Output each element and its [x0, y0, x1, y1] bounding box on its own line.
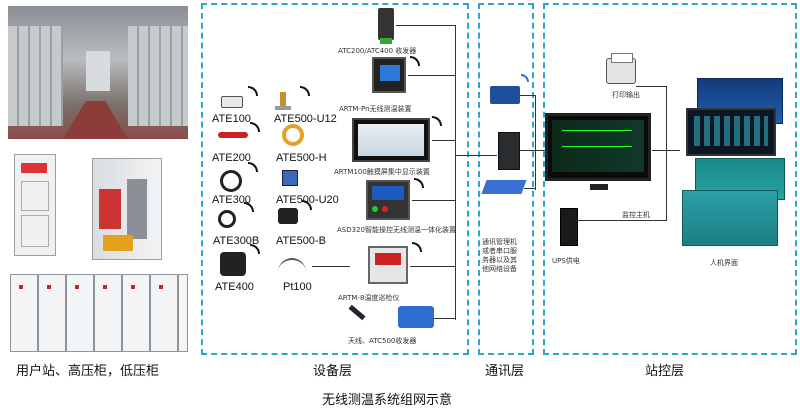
ate100-sensor-image — [221, 96, 243, 108]
transceiver-base — [380, 38, 392, 44]
ate400-sensor-image — [220, 252, 246, 276]
device-bus-vertical — [455, 25, 456, 320]
ups-label: UPS供电 — [552, 257, 580, 265]
wifi-icon — [248, 162, 258, 172]
pt100-sensor-image — [278, 258, 306, 274]
connector-line — [520, 95, 536, 96]
substation-photo — [8, 6, 188, 139]
receiver-label: ASD320智能操控无线测温一体化装置 — [337, 226, 456, 234]
artm100-touchscreen-image — [352, 118, 430, 162]
serial-server-image — [490, 86, 520, 104]
atc500-transceiver-image — [398, 306, 434, 328]
receiver-label: ARTM100触摸屏集中显示装置 — [334, 168, 430, 176]
ups-image — [560, 208, 578, 246]
comm-bus-vertical — [535, 95, 536, 190]
connector-line — [520, 150, 546, 151]
connector-line — [408, 75, 456, 76]
diagram-title: 无线测温系统组网示意 — [322, 393, 453, 408]
device-layer-frame — [201, 3, 469, 355]
connector-line — [524, 188, 536, 189]
receiver-label: ATC200/ATC400 收发器 — [338, 47, 417, 55]
artm-8-device-image — [368, 246, 408, 284]
hmi-label: 人机界面 — [710, 259, 738, 267]
sensor-label: ATE500-B — [276, 235, 326, 247]
printer-label: 打印输出 — [612, 91, 640, 99]
connector-line — [434, 318, 456, 319]
wifi-icon — [414, 178, 424, 188]
hmi-screen — [682, 190, 778, 246]
sensor-label: ATE500-U12 — [274, 113, 337, 125]
sensor-label: Pt100 — [283, 281, 312, 293]
monitor-host-image — [545, 113, 651, 181]
wifi-icon — [300, 86, 310, 96]
ate300-sensor-image — [220, 170, 242, 192]
wifi-icon — [250, 122, 260, 132]
left-caption: 用户站、高压柜，低压柜 — [16, 364, 160, 379]
printer-image — [606, 53, 636, 84]
wifi-icon — [244, 202, 254, 212]
station-layer-title: 站控层 — [645, 364, 685, 379]
ate500-h-sensor-image — [282, 124, 304, 146]
station-bus-vertical — [666, 86, 667, 221]
monitor-stand — [590, 184, 608, 190]
connector-line — [578, 220, 667, 221]
sensor-label: ATE100 — [212, 113, 251, 125]
sensor-label: ATE300B — [213, 235, 260, 247]
ate300b-sensor-image — [218, 210, 236, 228]
wifi-icon — [410, 56, 420, 66]
wifi-icon — [302, 200, 312, 210]
connector-line — [396, 25, 456, 26]
station-layer-frame — [543, 3, 797, 355]
connector-line — [410, 266, 456, 267]
receiver-label: ARTM-8温度巡检仪 — [338, 294, 400, 302]
connector-line — [412, 200, 456, 201]
sensor-label: ATE200 — [212, 152, 251, 164]
connector-line — [636, 86, 667, 87]
device-layer-title: 设备层 — [313, 364, 353, 379]
wifi-icon — [432, 116, 442, 126]
sensor-base — [275, 106, 291, 110]
sensor-label: ATE500-U20 — [276, 194, 339, 206]
asd320-device-image — [366, 180, 410, 220]
connector-line — [652, 150, 680, 151]
receiver-label: ARTM-Pn无线测温装置 — [339, 105, 412, 113]
comm-manager-image — [498, 132, 520, 170]
wifi-icon — [248, 86, 258, 96]
connector-line — [432, 140, 456, 141]
connector-line — [536, 150, 546, 151]
comm-note: 通讯管理机 或者串口服 务器以及其 他网络设备 — [482, 238, 517, 273]
ate500-u20-sensor-image — [282, 170, 298, 186]
host-label: 监控主机 — [622, 211, 650, 219]
network-device-image — [481, 180, 527, 194]
receiver-label: 天线、ATC500收发器 — [348, 337, 417, 345]
lv-cabinet-row — [10, 274, 188, 352]
wifi-icon — [412, 242, 422, 252]
hv-cabinet-open — [92, 158, 162, 260]
ate500-b-sensor-image — [278, 208, 298, 224]
device-to-comm-line — [455, 155, 497, 156]
artm-pn-device-image — [372, 57, 406, 93]
comm-layer-frame — [478, 3, 534, 355]
hv-cabinet-front — [14, 154, 56, 256]
sensor-label: ATE400 — [215, 281, 254, 293]
sensor-label: ATE500-H — [276, 152, 327, 164]
sensor-label: ATE300 — [212, 194, 251, 206]
ate500-u12-sensor-image — [280, 92, 286, 108]
wifi-icon — [521, 74, 529, 82]
atc200-transceiver-image — [378, 8, 394, 40]
wifi-icon — [250, 244, 260, 254]
comm-layer-title: 通讯层 — [485, 364, 525, 379]
connector-line — [312, 266, 350, 267]
ate200-sensor-image — [218, 132, 248, 138]
hmi-screen — [686, 108, 776, 156]
